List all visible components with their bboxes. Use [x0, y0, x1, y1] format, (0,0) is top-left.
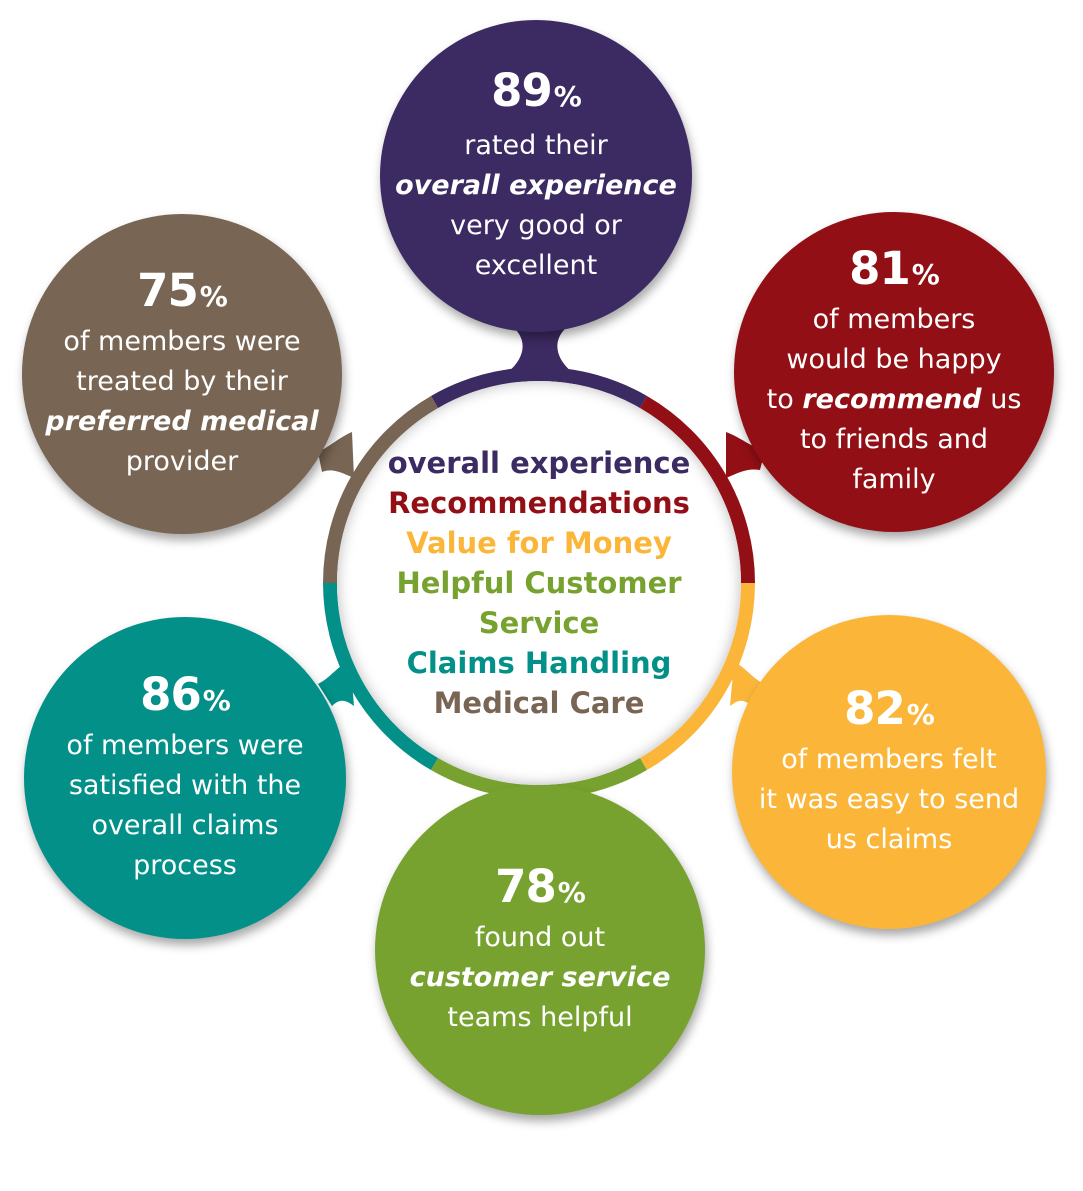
bubble-text-line: to friends and [799, 424, 989, 455]
stat-unit: % [553, 80, 582, 113]
bubble-text-line: family [852, 464, 936, 495]
bubble-text-line: rated their [464, 130, 608, 161]
stat-value: 89 [491, 64, 553, 117]
bubble-text-line: overall claims [91, 810, 279, 841]
bubble-text-line: found out [474, 922, 606, 953]
bubble-text-line: it was easy to send [758, 784, 1020, 815]
bubble-value-for-money: 82% of members felt it was easy to send … [732, 615, 1046, 929]
stat-value: 81 [849, 242, 911, 295]
bubble-text-emphasis: customer service [409, 962, 671, 993]
hub-label-overall-experience: overall experience [387, 446, 691, 480]
central-hub: overall experience Recommendations Value… [323, 367, 755, 799]
bubble-text-emphasis: recommend [802, 384, 982, 415]
ring-medical-care [323, 395, 439, 584]
hub-label-claims-handling: Claims Handling [406, 646, 672, 680]
bubble-text-line: of members felt [781, 744, 997, 775]
stat-unit: % [906, 698, 935, 731]
hub-label-helpful-customer-service: Helpful Customer Service [396, 566, 682, 640]
connector-experience-neck [500, 322, 580, 378]
bubble-text-line: would be happy [786, 344, 1002, 375]
stat-recommendations: 81% [849, 242, 940, 300]
bubble-recommendations: 81% of members would be happy to recomme… [734, 212, 1054, 532]
bubble-text-part: us [981, 384, 1022, 415]
stat-unit: % [557, 876, 586, 909]
bubble-text-part: to [766, 384, 803, 415]
stat-value-for-money: 82% [844, 682, 935, 740]
stat-customer-service: 78% [495, 860, 586, 918]
bubble-text-line: of members [812, 304, 976, 335]
bubble-text-line: provider [125, 446, 239, 477]
bubble-text-line: process [133, 850, 237, 881]
bubble-medical-care: 75% of members were treated by their pre… [22, 214, 342, 534]
bubble-customer-service: 78% found out customer service teams hel… [375, 785, 705, 1115]
hub-labels: overall experience Recommendations Value… [337, 381, 741, 785]
stat-medical-care: 75% [137, 264, 228, 322]
ring-claims-handling [323, 582, 439, 771]
stat-value: 82 [844, 682, 906, 735]
bubble-text-line: very good or [450, 210, 622, 241]
connector-medical [318, 432, 354, 478]
stat-overall-experience: 89% [491, 64, 582, 122]
stat-value: 78 [495, 860, 557, 913]
bubble-text-line: treated by their [76, 366, 288, 397]
stat-claims-handling: 86% [140, 668, 231, 726]
bubble-text-line: teams helpful [447, 1002, 633, 1033]
hub-label-medical-care: Medical Care [433, 686, 645, 720]
hub-label-value-for-money: Value for Money [406, 526, 672, 560]
hub-label-recommendations: Recommendations [388, 486, 690, 520]
stat-unit: % [202, 684, 231, 717]
stat-value: 86 [140, 668, 202, 721]
bubble-text-emphasis: overall experience [395, 170, 677, 201]
stat-unit: % [911, 258, 940, 291]
stat-value: 75 [137, 264, 199, 317]
bubble-text-emphasis: preferred medical [45, 406, 319, 437]
hub-ring [323, 367, 755, 799]
ring-overall-experience [431, 367, 647, 409]
ring-recommendations [639, 395, 755, 584]
ring-value-for-money [639, 582, 755, 771]
bubble-overall-experience: 89% rated their overall experience very … [380, 20, 692, 332]
bubble-text-line: of members were [66, 730, 304, 761]
bubble-text-line: excellent [474, 250, 598, 281]
bubble-text-line: to recommend us [767, 380, 1022, 420]
connector-recommend [726, 432, 765, 478]
bubble-text-line: satisfied with the [68, 770, 302, 801]
stat-unit: % [199, 280, 228, 313]
bubble-text-line: us claims [825, 824, 953, 855]
bubble-text-line: of members were [63, 326, 301, 357]
bubble-claims-handling: 86% of members were satisfied with the o… [24, 617, 346, 939]
